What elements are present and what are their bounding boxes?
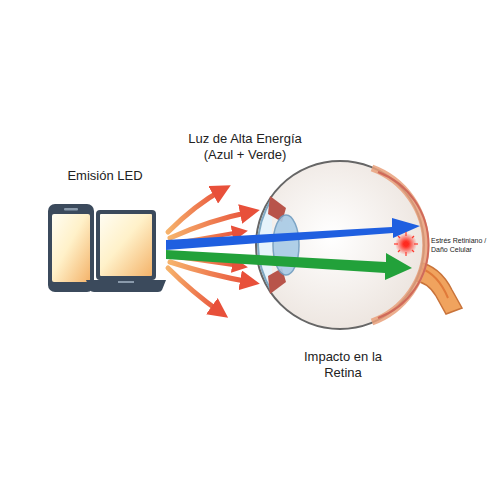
blue-light-arrow [166,218,420,250]
phone-icon [48,204,94,292]
damage-burst [394,232,418,256]
source-label-box: Emisión LED [55,168,155,184]
damage-note: Estrés Retiniano / Daño Celular [431,237,493,255]
impact-label: Impacto en la Retina [300,349,386,382]
damage-note-box: Estrés Retiniano / Daño Celular [431,237,493,255]
light-label: Luz de Alta Energía (Azul + Verde) [180,131,310,164]
eye-illustration [256,161,462,329]
light-label-box: Luz de Alta Energía (Azul + Verde) [180,131,310,164]
green-light-arrow [166,250,412,280]
source-label: Emisión LED [55,168,155,184]
impact-label-box: Impacto en la Retina [300,349,386,382]
laptop-icon [86,210,166,292]
